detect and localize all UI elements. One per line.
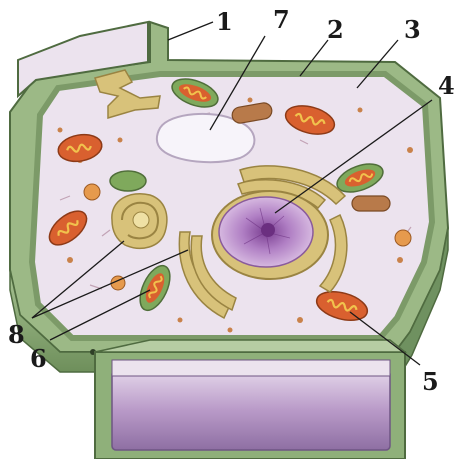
vacuole-section xyxy=(112,370,390,450)
label-1: 1 xyxy=(216,7,233,36)
label-2: 2 xyxy=(327,15,344,44)
vacuole-section-top xyxy=(112,360,390,376)
label-5: 5 xyxy=(422,367,439,396)
chloroplast xyxy=(110,171,146,191)
front-slab-top xyxy=(95,340,405,352)
nucleolus xyxy=(261,223,275,237)
golgi-apparatus xyxy=(112,194,167,249)
label-3: 3 xyxy=(404,15,421,44)
label-4: 4 xyxy=(438,71,455,100)
label-7: 7 xyxy=(273,5,290,34)
label-6: 6 xyxy=(30,344,47,373)
nucleus xyxy=(212,191,328,279)
label-8: 8 xyxy=(8,320,25,349)
